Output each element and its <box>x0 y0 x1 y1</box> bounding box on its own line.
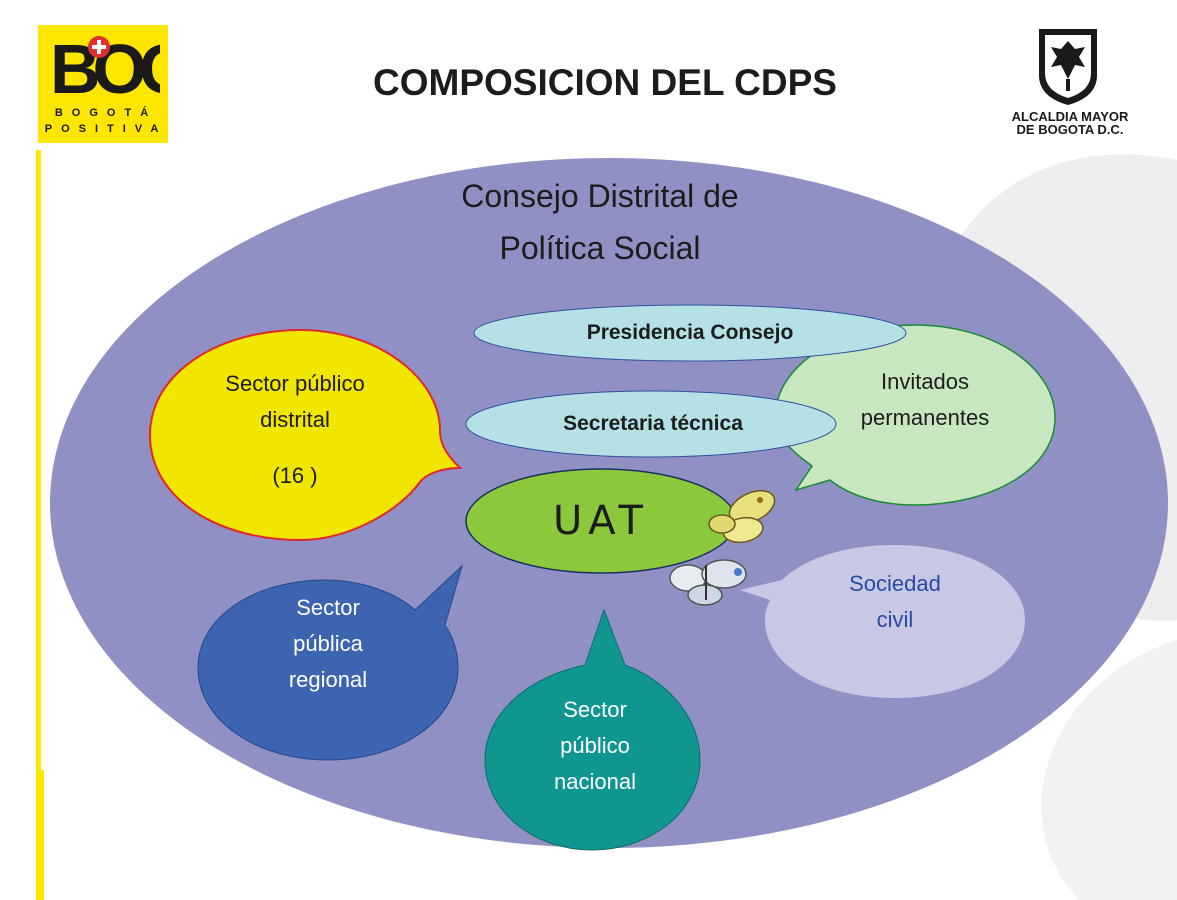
bog-wordmark: BOG <box>50 33 160 99</box>
sector-nacional-callout <box>484 608 701 851</box>
sector-nacional-line-1: Sector <box>563 697 627 722</box>
page-title: COMPOSICION DEL CDPS <box>373 62 837 103</box>
alcaldia-logo: ALCALDIA MAYOR DE BOGOTA D.C. <box>980 25 1160 155</box>
sociedad-civil-line-1: Sociedad <box>849 571 941 596</box>
council-title: Consejo Distrital de Política Social <box>380 170 820 274</box>
bog-tagline-1: BOGOTÁ <box>54 107 158 119</box>
sector-distrital-callout <box>148 328 463 542</box>
sociedad-civil-label: Sociedad civil <box>790 566 1000 638</box>
invitados-label: Invitados permanentes <box>800 364 1050 436</box>
sector-nacional-line-2: público <box>560 733 630 758</box>
sector-regional-line-2: pública <box>293 631 363 656</box>
council-title-line-2: Política Social <box>499 230 701 266</box>
secretaria-ellipse <box>465 390 837 458</box>
alcaldia-line-2: DE BOGOTA D.C. <box>1016 122 1124 137</box>
sector-regional-line-1: Sector <box>296 595 360 620</box>
sector-nacional-label: Sector público nacional <box>495 692 695 800</box>
bogota-positiva-logo: BOG BOGOTÁ POSITIVA <box>38 25 168 143</box>
council-title-line-1: Consejo Distrital de <box>461 178 739 214</box>
accent-stripe-wide <box>36 770 44 900</box>
sector-distrital-line-1: Sector público <box>225 371 365 396</box>
alcaldia-line-1: ALCALDIA MAYOR <box>1011 109 1129 124</box>
sector-regional-callout <box>197 564 463 761</box>
sector-regional-label: Sector pública regional <box>218 590 438 698</box>
accent-stripe <box>36 150 41 770</box>
secretaria-label: Secretaria técnica <box>563 412 743 435</box>
sector-distrital-count: (16 ) <box>272 463 318 488</box>
sociedad-civil-callout <box>740 545 1025 698</box>
sector-distrital-label: Sector público distrital (16 ) <box>150 366 440 494</box>
butterfly-yellow-icon <box>708 490 776 544</box>
invitados-line-2: permanentes <box>860 405 990 430</box>
presidencia-ellipse <box>473 304 907 362</box>
sector-nacional-line-3: nacional <box>554 769 636 794</box>
butterfly-white-icon <box>669 559 747 606</box>
sector-regional-line-3: regional <box>288 667 368 692</box>
invitados-line-1: Invitados <box>880 369 970 394</box>
uat-label: UAT <box>553 498 649 544</box>
coat-of-arms-icon <box>1039 29 1097 105</box>
sector-distrital-line-2: distrital <box>260 407 330 432</box>
invitados-callout <box>774 324 1056 506</box>
sociedad-civil-line-2: civil <box>876 607 914 632</box>
bog-tagline-2: POSITIVA <box>44 123 168 135</box>
presidencia-label: Presidencia Consejo <box>586 321 794 344</box>
